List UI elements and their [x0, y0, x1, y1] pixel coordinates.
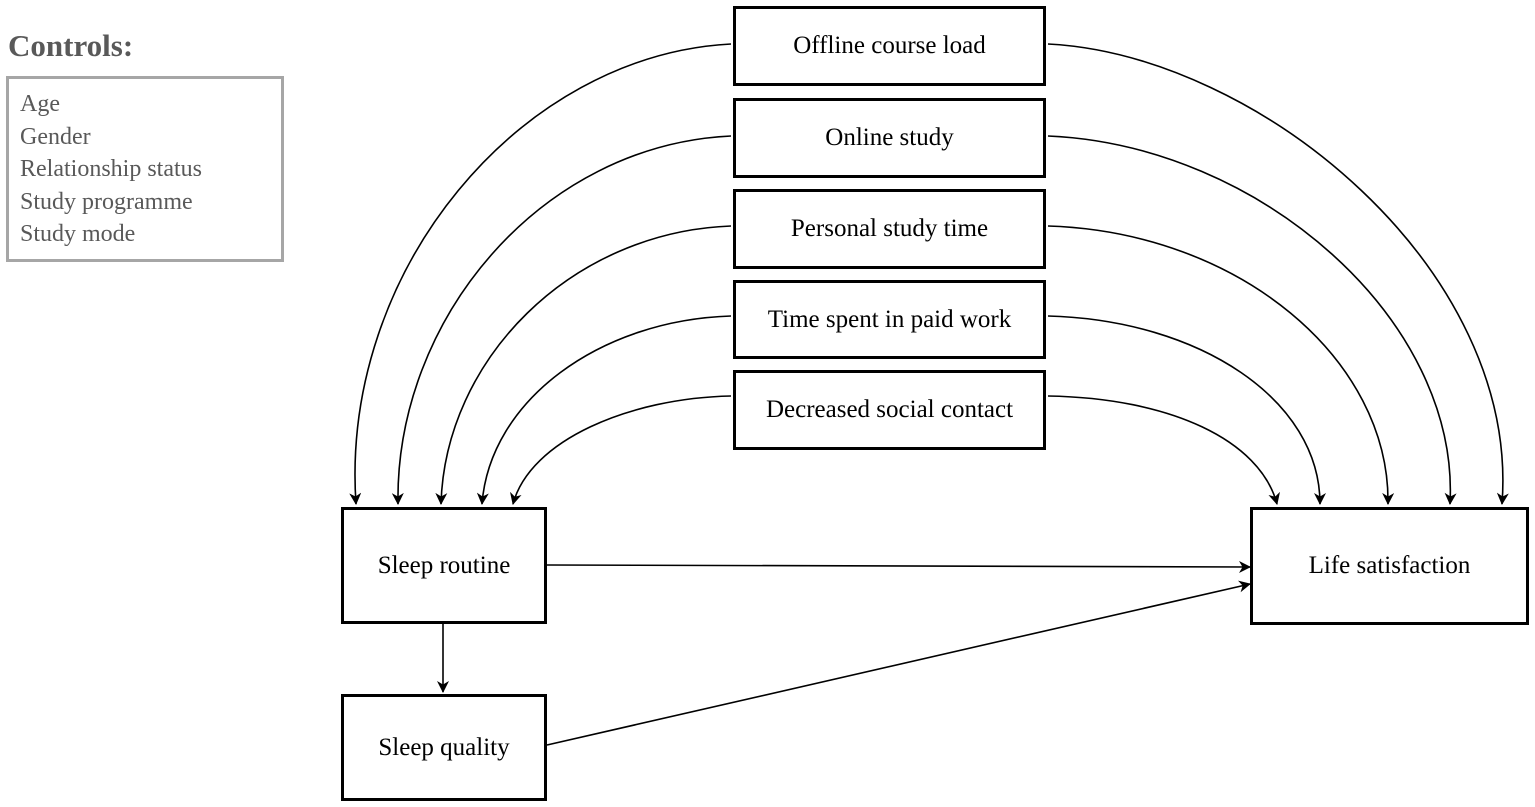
- arrow-social-to-sleep-routine: [510, 395, 732, 505]
- arrow-social-to-life-satisfaction: [1047, 395, 1280, 505]
- arrow-online-to-life-satisfaction: [1047, 135, 1457, 505]
- arrow-work-to-life-satisfaction: [1047, 315, 1326, 505]
- node-offline-course-load: Offline course load: [733, 6, 1046, 86]
- control-item-gender: Gender: [20, 123, 91, 150]
- node-decreased-social-contact: Decreased social contact: [733, 370, 1046, 450]
- node-sleep-quality: Sleep quality: [341, 694, 547, 801]
- arrow-offline-to-life-satisfaction: [1047, 43, 1509, 505]
- control-item-age: Age: [20, 91, 60, 117]
- node-online-study: Online study: [733, 98, 1046, 178]
- control-item-study-programme: Study programme: [20, 188, 193, 215]
- controls-title: Controls:: [8, 28, 134, 63]
- arrow-online-to-sleep-routine: [391, 135, 732, 505]
- node-life-satisfaction: Life satisfaction: [1250, 507, 1529, 625]
- arrow-work-to-sleep-routine: [476, 315, 732, 505]
- arrow-sleep-quality-to-life-satisfaction: [546, 580, 1251, 746]
- control-item-study-mode: Study mode: [20, 221, 136, 247]
- node-time-spent-in-paid-work: Time spent in paid work: [733, 280, 1046, 359]
- arrow-sleep-routine-to-life-satisfaction: [546, 560, 1251, 573]
- control-item-relationship-status: Relationship status: [20, 156, 202, 182]
- node-personal-study-time: Personal study time: [733, 189, 1046, 269]
- controls-box: Age Gender Relationship status Study pro…: [6, 76, 284, 262]
- controls-list: Age Gender Relationship status Study pro…: [9, 79, 281, 251]
- node-sleep-routine: Sleep routine: [341, 507, 547, 624]
- arrow-personal-to-life-satisfaction: [1047, 225, 1395, 505]
- arrow-personal-to-sleep-routine: [435, 225, 732, 505]
- arrow-offline-to-sleep-routine: [349, 43, 732, 505]
